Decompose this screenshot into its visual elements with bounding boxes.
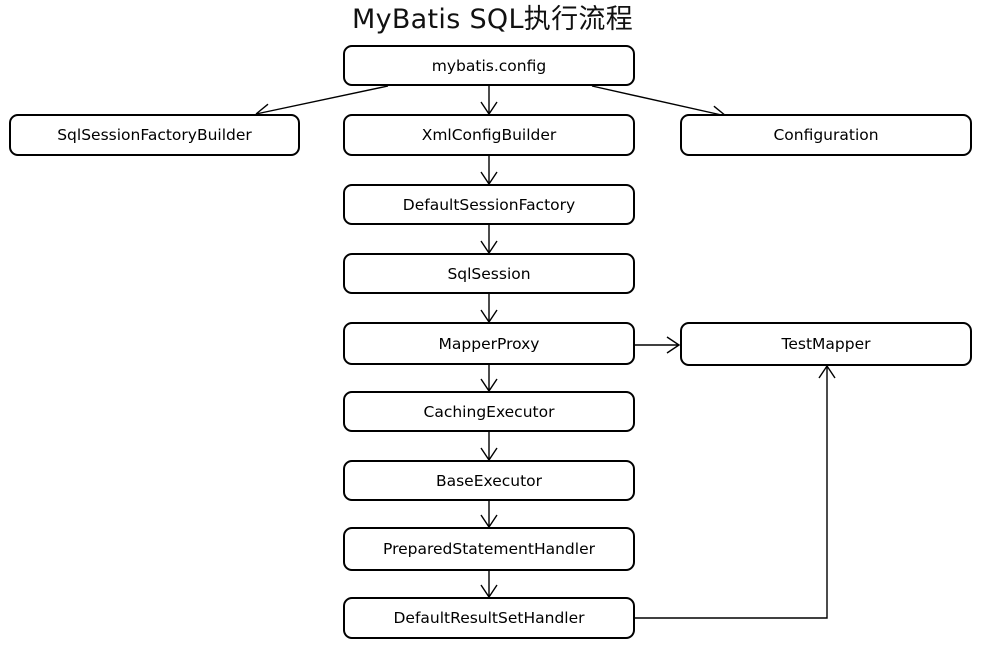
node-label: XmlConfigBuilder — [421, 126, 557, 144]
node-xml-config-builder: XmlConfigBuilder — [343, 114, 635, 156]
node-configuration: Configuration — [680, 114, 972, 156]
edge-config-to-xml-config-builder — [480, 86, 498, 116]
node-sql-session-factory-builder: SqlSessionFactoryBuilder — [9, 114, 300, 156]
edge-mapper-proxy-to-caching-executor — [480, 365, 498, 393]
node-label: SqlSession — [447, 264, 531, 283]
node-label: TestMapper — [781, 335, 871, 353]
node-label: mybatis.config — [431, 56, 547, 75]
node-caching-executor: CachingExecutor — [343, 391, 635, 432]
node-default-result-set-handler: DefaultResultSetHandler — [343, 597, 635, 639]
edge-mapper-proxy-to-test-mapper — [635, 336, 681, 354]
edge-prepared-statement-handler-to-result-set-handler — [480, 571, 498, 599]
node-label: BaseExecutor — [435, 471, 543, 490]
node-label: MapperProxy — [438, 334, 540, 353]
node-prepared-statement-handler: PreparedStatementHandler — [343, 527, 635, 571]
edge-session-factory-to-sql-session — [480, 225, 498, 255]
node-base-executor: BaseExecutor — [343, 460, 635, 501]
node-label: DefaultResultSetHandler — [393, 609, 585, 627]
node-test-mapper: TestMapper — [680, 322, 972, 366]
node-label: CachingExecutor — [423, 402, 555, 421]
edge-result-set-handler-to-test-mapper — [635, 364, 836, 619]
edge-base-executor-to-prepared-statement-handler — [480, 501, 498, 529]
node-label: Configuration — [773, 126, 879, 144]
node-mybatis-config: mybatis.config — [343, 45, 635, 86]
node-default-session-factory: DefaultSessionFactory — [343, 184, 635, 225]
edge-sql-session-to-mapper-proxy — [480, 294, 498, 324]
node-label: PreparedStatementHandler — [383, 540, 595, 558]
diagram-title: MyBatis SQL执行流程 — [351, 4, 633, 35]
node-label: DefaultSessionFactory — [402, 195, 576, 214]
node-sql-session: SqlSession — [343, 253, 635, 294]
node-mapper-proxy: MapperProxy — [343, 322, 635, 365]
edge-xml-config-builder-to-session-factory — [480, 156, 498, 186]
node-label: SqlSessionFactoryBuilder — [57, 126, 252, 144]
edge-caching-executor-to-base-executor — [480, 432, 498, 462]
